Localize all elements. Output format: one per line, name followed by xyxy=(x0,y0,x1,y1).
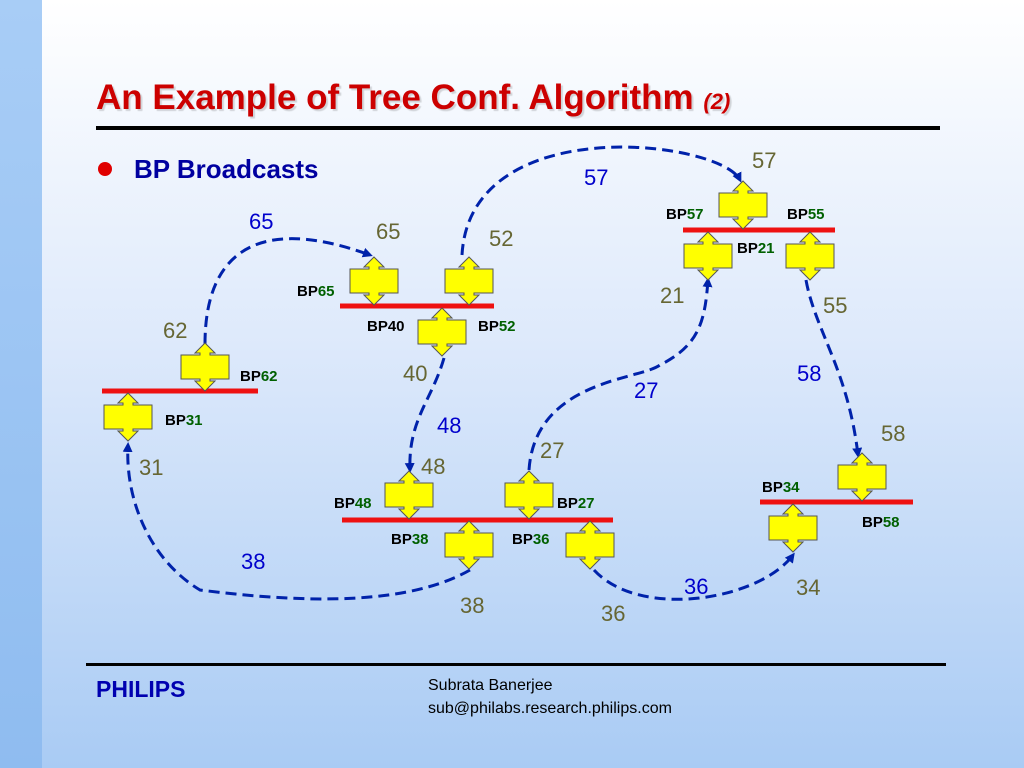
brand-logo-text: PHILIPS xyxy=(96,676,186,702)
value-label: 38 xyxy=(460,593,484,618)
bp-name-labels: BP57 BP55 BP21 BP65 BP40 BP52 BP62 BP31 … xyxy=(165,206,900,548)
bp-icon-36 xyxy=(565,520,615,570)
bridge-ports xyxy=(103,180,887,570)
bp-icon-21 xyxy=(683,231,733,281)
arrow-52-57 xyxy=(460,145,742,256)
value-label: 34 xyxy=(796,575,820,600)
arrow-40-48 xyxy=(404,357,446,473)
bp-label-57: BP57 xyxy=(666,206,704,223)
left-band xyxy=(0,0,42,768)
value-label: 27 xyxy=(634,378,658,403)
value-label: 57 xyxy=(752,148,776,173)
value-label: 38 xyxy=(241,549,265,574)
bp-icon-57 xyxy=(718,180,768,230)
arrow-62-65 xyxy=(203,237,373,345)
bp-label-65: BP65 xyxy=(297,283,335,300)
bullet-text: BP Broadcasts xyxy=(134,154,319,184)
bp-icon-55 xyxy=(785,231,835,281)
arrow-38-31 xyxy=(122,442,471,601)
bp-label-55: BP55 xyxy=(787,206,825,223)
arrow-55-58 xyxy=(804,279,863,458)
bp-icon-65 xyxy=(349,256,399,306)
value-label: 58 xyxy=(797,361,821,386)
bp-icon-52 xyxy=(444,256,494,306)
arrow-36-34 xyxy=(592,552,795,601)
bp-icon-58 xyxy=(837,452,887,502)
value-label: 36 xyxy=(601,601,625,626)
slide-title-suffix: (2) xyxy=(703,89,731,114)
value-label: 21 xyxy=(660,283,684,308)
value-label: 27 xyxy=(540,438,564,463)
bp-icon-48 xyxy=(384,470,434,520)
value-label: 65 xyxy=(249,209,273,234)
bp-label-21: BP21 xyxy=(737,240,775,257)
arrow-27-21 xyxy=(527,277,713,471)
bp-icon-40 xyxy=(417,307,467,357)
value-label: 58 xyxy=(881,421,905,446)
author-name: Subrata Banerjee xyxy=(428,677,553,694)
bp-label-36: BP36 xyxy=(512,531,550,548)
value-label: 48 xyxy=(437,413,461,438)
value-label: 62 xyxy=(163,318,187,343)
title-rule xyxy=(96,126,940,130)
slide-title: An Example of Tree Conf. Algorithm (2) xyxy=(96,78,730,118)
bp-label-62: BP62 xyxy=(240,368,278,385)
bp-label-48: BP48 xyxy=(334,495,372,512)
value-label: 57 xyxy=(584,165,608,190)
value-labels: 57 57 65 65 52 21 55 62 40 48 48 27 27 5… xyxy=(139,148,905,626)
broadcast-arrows xyxy=(122,145,863,601)
footer-rule xyxy=(86,663,946,666)
bp-icon-31 xyxy=(103,392,153,442)
bp-icon-38 xyxy=(444,520,494,570)
value-label: 40 xyxy=(403,361,427,386)
value-label: 48 xyxy=(421,454,445,479)
value-label: 52 xyxy=(489,226,513,251)
bp-label-38: BP38 xyxy=(391,531,429,548)
bp-label-58: BP58 xyxy=(862,514,900,531)
bp-icon-34 xyxy=(768,503,818,553)
value-label: 65 xyxy=(376,219,400,244)
bp-label-52: BP52 xyxy=(478,318,516,335)
bp-label-31: BP31 xyxy=(165,412,203,429)
author-email: sub@philabs.research.philips.com xyxy=(428,700,672,717)
bp-icon-62 xyxy=(180,342,230,392)
bp-icon-27 xyxy=(504,470,554,520)
bp-label-27: BP27 xyxy=(557,495,595,512)
value-label: 31 xyxy=(139,455,163,480)
value-label: 36 xyxy=(684,574,708,599)
value-label: 55 xyxy=(823,293,847,318)
bp-label-40: BP40 xyxy=(367,318,405,335)
lan-segments xyxy=(102,227,913,523)
bullet-dot xyxy=(98,162,112,176)
slide-title-text: An Example of Tree Conf. Algorithm xyxy=(96,78,694,117)
bp-label-34: BP34 xyxy=(762,479,800,496)
author-block: Subrata Banerjee sub@philabs.research.ph… xyxy=(428,674,672,720)
